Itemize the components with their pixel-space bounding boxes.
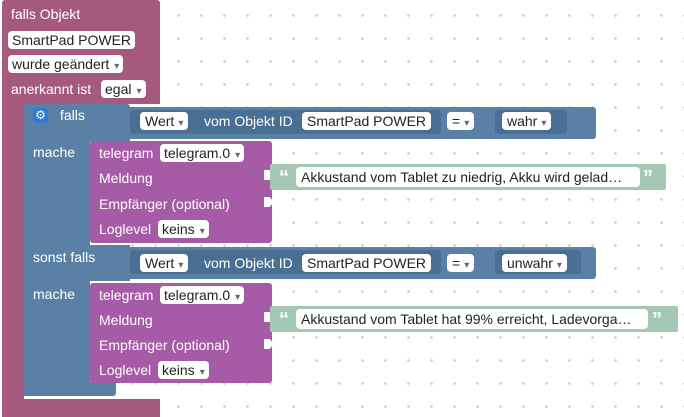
telegram-2-loglevel-label: Loglevel xyxy=(99,362,152,378)
telegram-2-recipient-label: Empfänger (optional) xyxy=(99,337,230,353)
else-if-label: sonst falls xyxy=(33,249,96,265)
quote-close-icon: ” xyxy=(652,309,662,331)
telegram-1-loglevel-label: Loglevel xyxy=(99,221,152,237)
telegram-2-message-label: Meldung xyxy=(99,312,153,328)
telegram-1-notch-msg xyxy=(264,170,272,180)
condition-1-prop-dropdown[interactable]: Wert xyxy=(140,112,189,130)
telegram-1-title: telegram xyxy=(99,145,154,161)
gear-icon[interactable]: ⚙ xyxy=(33,108,48,123)
if-block-bottom xyxy=(24,382,116,396)
trigger-object-field[interactable]: SmartPad POWER xyxy=(8,31,136,49)
telegram-1-loglevel-dropdown[interactable]: keins xyxy=(158,220,209,238)
condition-1-object-field[interactable]: SmartPad POWER xyxy=(302,112,432,130)
if-label: falls xyxy=(60,107,85,123)
telegram-2-notch-msg xyxy=(264,312,272,322)
condition-2-id-label: vom Objekt ID xyxy=(204,255,293,271)
telegram-1-message-label: Meldung xyxy=(99,170,153,186)
condition-2-prop-dropdown[interactable]: Wert xyxy=(140,254,189,272)
quote-open-icon: “ xyxy=(279,309,289,331)
condition-1-id-label: vom Objekt ID xyxy=(204,113,293,129)
telegram-2-instance-dropdown[interactable]: telegram.0 xyxy=(160,286,245,304)
message-text-1[interactable]: Akkustand vom Tablet zu niedrig, Akku wi… xyxy=(296,167,640,187)
condition-1-operator-dropdown[interactable]: = xyxy=(447,112,475,130)
condition-2-operator-dropdown[interactable]: = xyxy=(447,254,475,272)
telegram-2-notch-recipient xyxy=(264,339,272,349)
trigger-event-dropdown[interactable]: wurde geändert xyxy=(8,55,124,73)
trigger-ack-dropdown[interactable]: egal xyxy=(101,80,146,98)
trigger-title: falls Objekt xyxy=(11,6,81,22)
telegram-1-notch-recipient xyxy=(264,197,272,207)
trigger-ack-label: anerkannt ist xyxy=(11,81,92,97)
condition-1-value-dropdown[interactable]: wahr xyxy=(502,112,552,130)
message-text-2[interactable]: Akkustand vom Tablet hat 99% erreicht, L… xyxy=(296,309,648,329)
do-label-2: mache xyxy=(33,286,76,302)
condition-2-object-field[interactable]: SmartPad POWER xyxy=(302,254,432,272)
telegram-2-loglevel-dropdown[interactable]: keins xyxy=(158,361,209,379)
telegram-1-instance-dropdown[interactable]: telegram.0 xyxy=(160,144,245,162)
condition-2-value-dropdown[interactable]: unwahr xyxy=(502,254,567,272)
quote-open-icon: “ xyxy=(279,167,289,189)
quote-close-icon: ” xyxy=(643,167,653,189)
trigger-block-bottom xyxy=(2,399,160,417)
telegram-1-recipient-label: Empfänger (optional) xyxy=(99,196,230,212)
do-label-1: mache xyxy=(33,144,76,160)
telegram-2-title: telegram xyxy=(99,287,154,303)
trigger-block-body xyxy=(2,100,24,405)
